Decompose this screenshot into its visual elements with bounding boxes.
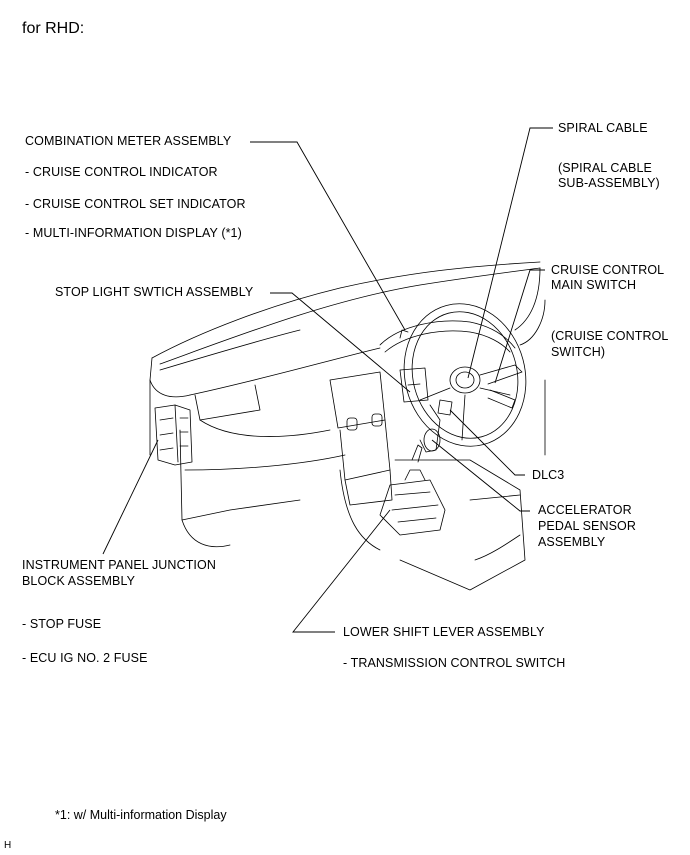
footnote: *1: w/ Multi-information Display — [55, 808, 227, 822]
dashboard-outline — [151, 261, 541, 359]
leader-spiral-cable — [467, 127, 553, 379]
leader-accelerator — [431, 439, 530, 512]
label-multi-info-display: - MULTI-INFORMATION DISPLAY (*1) — [25, 226, 242, 240]
label-stop-fuse: - STOP FUSE — [22, 617, 102, 631]
label-cruise-switch-1: (CRUISE CONTROL — [551, 329, 669, 343]
label-ip-junction-2: BLOCK ASSEMBLY — [22, 574, 136, 588]
label-transmission-switch: - TRANSMISSION CONTROL SWITCH — [343, 656, 566, 670]
leader-combination-meter — [250, 141, 406, 331]
label-combination-meter: COMBINATION METER ASSEMBLY — [25, 134, 232, 148]
label-ecu-fuse: - ECU IG NO. 2 FUSE — [22, 651, 148, 665]
label-cruise-main-switch-2: MAIN SWITCH — [551, 278, 637, 292]
leader-junction-block — [102, 439, 159, 555]
label-spiral-cable-sub-1: (SPIRAL CABLE — [558, 161, 652, 175]
leader-shift-lever — [292, 509, 391, 633]
label-cruise-main-switch-1: CRUISE CONTROL — [551, 263, 665, 277]
steering-wheel — [403, 303, 527, 447]
leader-dlc3 — [449, 409, 525, 476]
label-accelerator-3: ASSEMBLY — [538, 535, 606, 549]
leader-cruise-main — [494, 269, 545, 384]
label-accelerator-1: ACCELERATOR — [538, 503, 632, 517]
shift-lever — [379, 479, 446, 536]
page-title: for RHD: — [22, 20, 85, 37]
leader-stop-light — [270, 292, 411, 393]
label-accelerator-2: PEDAL SENSOR — [538, 519, 636, 533]
label-stop-light-switch: STOP LIGHT SWTICH ASSEMBLY — [55, 285, 254, 299]
label-dlc3: DLC3 — [532, 468, 565, 482]
label-ip-junction-1: INSTRUMENT PANEL JUNCTION — [22, 558, 216, 572]
label-lower-shift-lever: LOWER SHIFT LEVER ASSEMBLY — [343, 625, 545, 639]
label-cruise-set-indicator: - CRUISE CONTROL SET INDICATOR — [25, 197, 246, 211]
label-spiral-cable: SPIRAL CABLE — [558, 121, 648, 135]
label-cruise-switch-2: SWITCH) — [551, 345, 606, 359]
label-spiral-cable-sub-2: SUB-ASSEMBLY) — [558, 176, 660, 190]
label-cruise-indicator: - CRUISE CONTROL INDICATOR — [25, 165, 218, 179]
figure-code: H — [4, 840, 12, 851]
